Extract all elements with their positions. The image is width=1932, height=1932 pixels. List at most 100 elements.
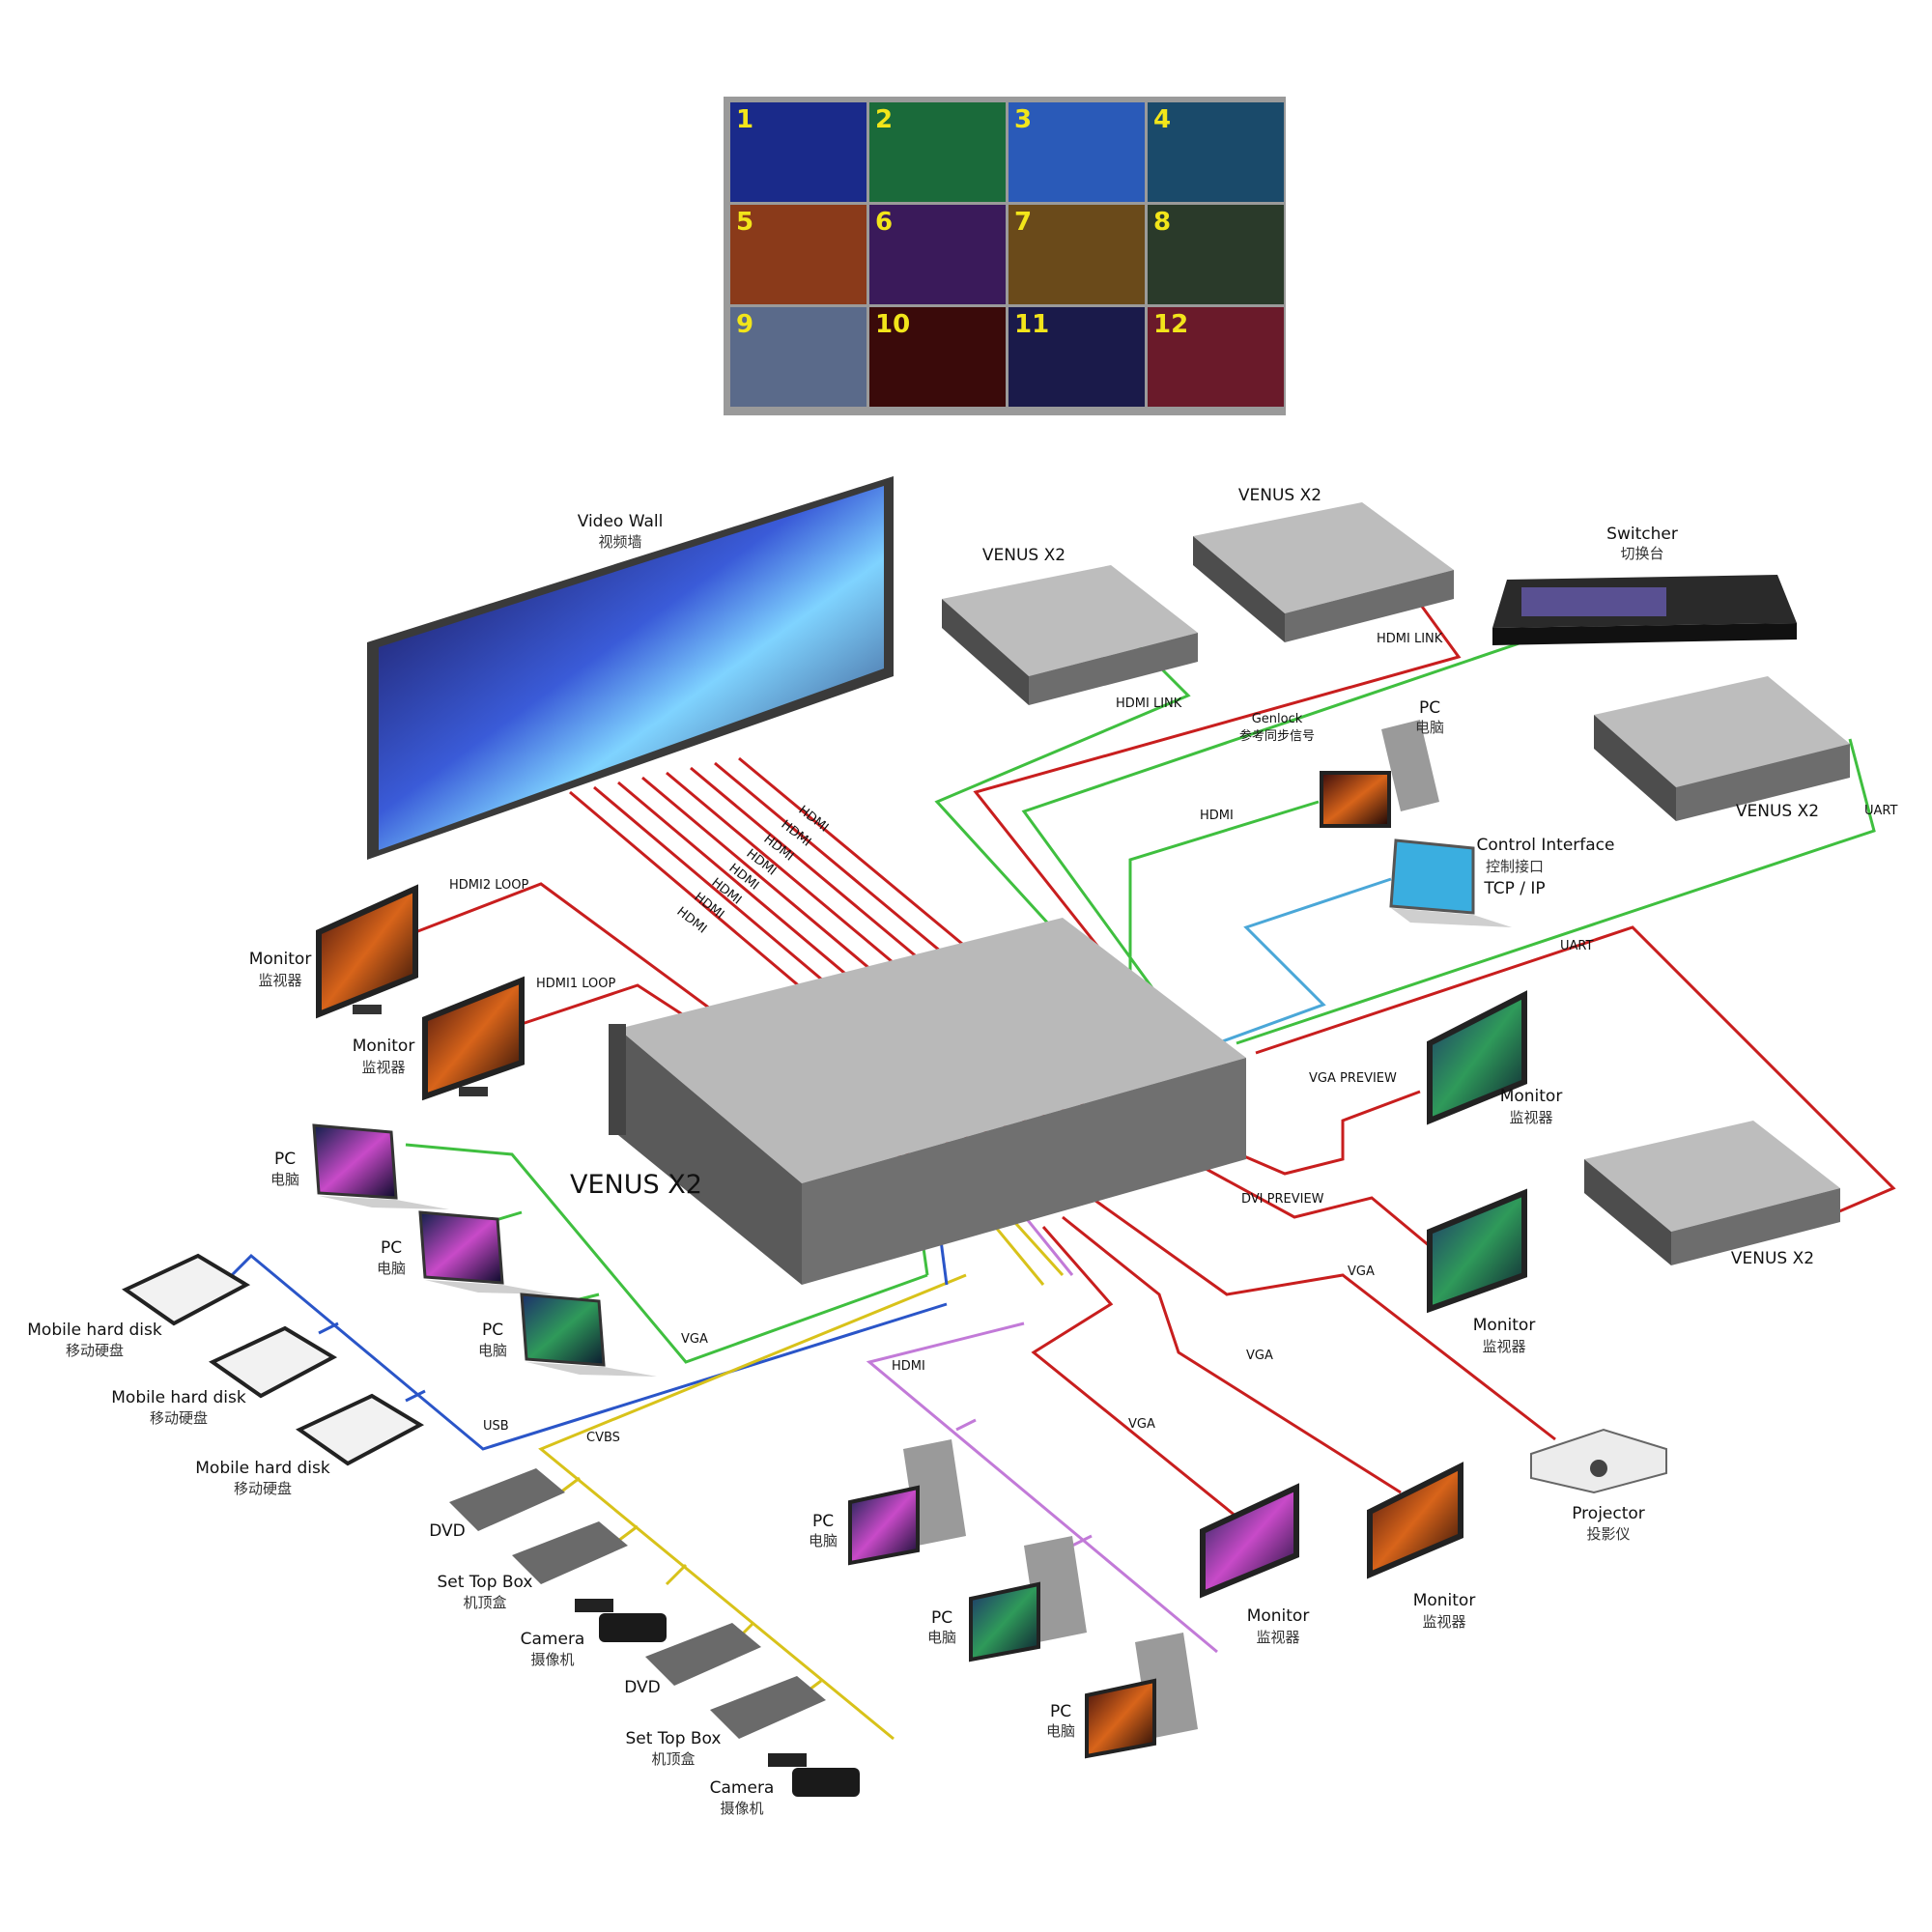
- stb-1-label-zh: 机顶盒: [463, 1594, 506, 1611]
- pc-b3-label-zh: 电脑: [1046, 1722, 1075, 1740]
- monitor-vga-preview-label: Monitor: [1500, 1087, 1563, 1106]
- grid-tile-number: 11: [1014, 310, 1049, 339]
- laptop-1: PC 电脑: [270, 1123, 449, 1209]
- venus-top-left-label: VENUS X2: [982, 546, 1065, 565]
- venus-right-lower: VENUS X2: [1584, 1121, 1840, 1268]
- monitor-1-label-zh: 监视器: [258, 972, 301, 989]
- hdmi-pc-label: HDMI: [1200, 809, 1234, 823]
- genlock-label: Genlock: [1252, 712, 1303, 726]
- grid-tile: [1148, 205, 1284, 304]
- pc-b2-label-zh: 电脑: [927, 1629, 956, 1646]
- monitor-dvi-preview: Monitor 监视器: [1427, 1188, 1536, 1355]
- camera-2: Camera 摄像机: [710, 1753, 860, 1817]
- uart-2-cable: [1255, 925, 1896, 1219]
- uart-1-label: UART: [1864, 804, 1897, 818]
- switcher: Switcher 切换台: [1492, 525, 1797, 645]
- vga-in-cable: [405, 1143, 928, 1364]
- disk-3-label: Mobile hard disk: [195, 1459, 330, 1478]
- grid-tile: [1009, 102, 1145, 202]
- grid-tile: [869, 205, 1006, 304]
- monitor-1: Monitor 监视器: [249, 884, 418, 1019]
- grid-tile-number: 2: [875, 105, 893, 134]
- monitor-b1-label-zh: 监视器: [1256, 1629, 1299, 1646]
- disk-2-label: Mobile hard disk: [111, 1388, 246, 1407]
- uart-2-label: UART: [1560, 939, 1593, 953]
- venus-right-upper-label: VENUS X2: [1736, 802, 1819, 821]
- camera-1-label-zh: 摄像机: [530, 1651, 574, 1668]
- pc-b2: PC 电脑: [927, 1536, 1087, 1662]
- grid-tile: [1148, 307, 1284, 407]
- dvi-preview-label: DVI PREVIEW: [1241, 1192, 1324, 1207]
- usb-label: USB: [483, 1419, 509, 1434]
- monitor-2-label: Monitor: [353, 1037, 415, 1056]
- pc-top: PC 电脑: [1320, 698, 1444, 828]
- main-venus-label: VENUS X2: [570, 1170, 702, 1200]
- monitor-dvi-preview-label-zh: 监视器: [1482, 1338, 1525, 1355]
- grid-tile: [730, 102, 867, 202]
- projector-label: Projector: [1572, 1504, 1645, 1523]
- video-wall: Video Wall 视频墙: [367, 476, 894, 860]
- monitor-dvi-preview-label: Monitor: [1473, 1316, 1536, 1335]
- laptop-3-label-zh: 电脑: [478, 1342, 507, 1359]
- hdmi-link-2-cable: [973, 603, 1462, 1025]
- monitor-b1-label: Monitor: [1247, 1606, 1310, 1626]
- camera-1-label: Camera: [521, 1630, 585, 1649]
- disk-2: Mobile hard disk 移动硬盘: [111, 1325, 338, 1427]
- grid-tile: [869, 307, 1006, 407]
- grid-tile-number: 3: [1014, 105, 1032, 134]
- laptop-2: PC 电脑: [377, 1210, 555, 1294]
- stb-2-label-zh: 机顶盒: [651, 1750, 695, 1768]
- vga-in-label: VGA: [681, 1332, 708, 1347]
- pc-b3-label: PC: [1050, 1702, 1071, 1721]
- laptop-1-label-zh: 电脑: [270, 1171, 299, 1188]
- tcpip-cable: [1216, 877, 1392, 1045]
- grid-tile: [1009, 307, 1145, 407]
- grid-tile-number: 10: [875, 310, 910, 339]
- monitor-vga-preview-label-zh: 监视器: [1509, 1109, 1552, 1126]
- pc-top-label: PC: [1419, 698, 1440, 718]
- monitor-1-label: Monitor: [249, 950, 312, 969]
- monitor-b1: Monitor 监视器: [1200, 1483, 1310, 1646]
- venus-top-left: VENUS X2: [942, 546, 1198, 705]
- stb-2-label: Set Top Box: [625, 1729, 721, 1748]
- venus-top-right: VENUS X2: [1193, 486, 1454, 642]
- dvd-1: DVD: [429, 1468, 565, 1541]
- laptop-2-label: PC: [381, 1238, 402, 1258]
- grid-tile-number: 9: [736, 310, 753, 339]
- disk-2-label-zh: 移动硬盘: [150, 1409, 208, 1427]
- dvd-2: DVD: [624, 1623, 761, 1697]
- dvd-1-label: DVD: [429, 1521, 466, 1541]
- grid-tile-number: 1: [736, 105, 753, 134]
- pc-b1-label-zh: 电脑: [809, 1532, 838, 1549]
- pc-top-label-zh: 电脑: [1415, 719, 1444, 736]
- monitor-b2-label: Monitor: [1413, 1591, 1476, 1610]
- hdmi-link-1-label: HDMI LINK: [1116, 696, 1182, 711]
- grid-tile: [730, 307, 867, 407]
- vga-out-3-cable: [1062, 1215, 1402, 1494]
- control-interface-label-sub: TCP / IP: [1483, 879, 1545, 898]
- video-wall-label-zh: 视频墙: [598, 533, 641, 551]
- disk-3: Mobile hard disk 移动硬盘: [195, 1393, 425, 1497]
- monitor-2-label-zh: 监视器: [361, 1059, 405, 1076]
- projector-cable: [1091, 1196, 1556, 1441]
- grid-tile-number: 4: [1153, 105, 1171, 134]
- hdmi-link-2-label: HDMI LINK: [1377, 632, 1443, 646]
- grid-tile-number: 7: [1014, 208, 1032, 237]
- vga-out-2-cable: [1031, 1226, 1237, 1519]
- cable-labels: HDMI2 LOOP HDMI1 LOOP HDMI LINK HDMI LIN…: [449, 632, 1897, 1445]
- pc-b3: PC 电脑: [1046, 1633, 1198, 1759]
- control-interface-label-zh: 控制接口: [1486, 858, 1544, 875]
- disk-1: Mobile hard disk 移动硬盘: [27, 1253, 251, 1359]
- control-laptop: Control Interface 控制接口 TCP / IP: [1389, 836, 1615, 927]
- hdmi2-loop-label: HDMI2 LOOP: [449, 878, 528, 893]
- vga-out-2-label: VGA: [1246, 1349, 1273, 1363]
- hdmi1-loop-label: HDMI1 LOOP: [536, 977, 615, 991]
- vga-preview-cable: [1216, 1090, 1421, 1176]
- grid-tile-number: 12: [1153, 310, 1188, 339]
- projector: Projector 投影仪: [1530, 1428, 1667, 1543]
- venus-right-upper: VENUS X2: [1594, 676, 1850, 821]
- control-interface-label: Control Interface: [1477, 836, 1615, 855]
- hdmi-in-label: HDMI: [892, 1359, 925, 1374]
